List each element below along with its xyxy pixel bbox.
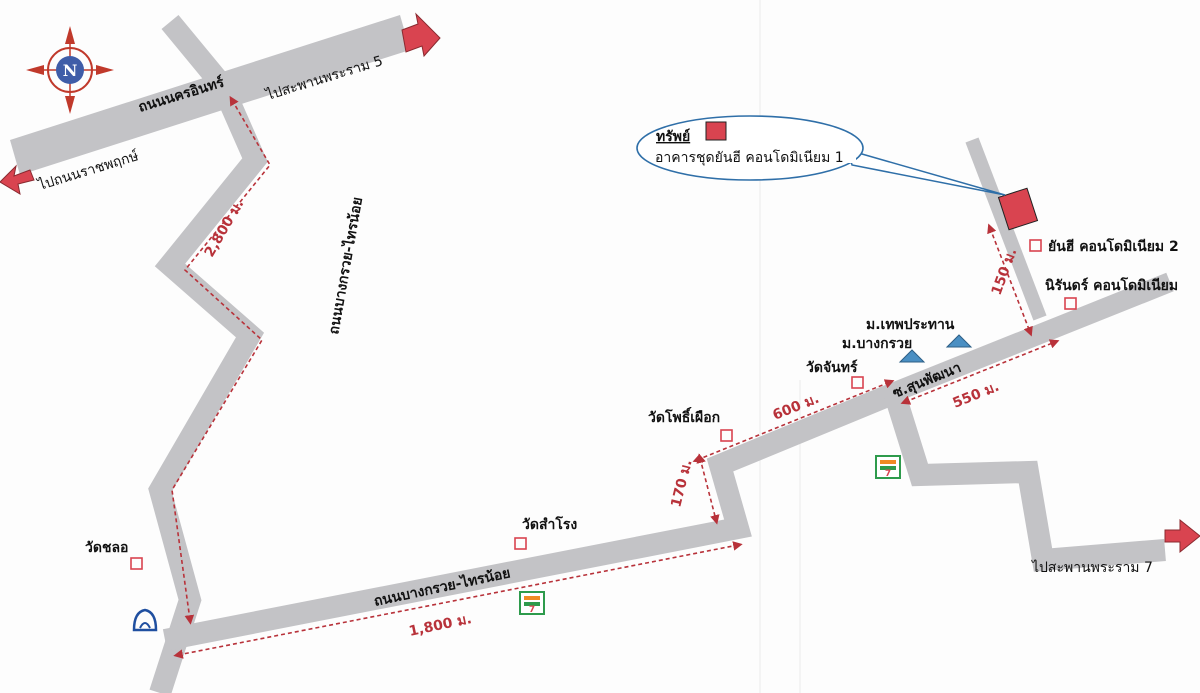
seven-eleven-icon: 7 — [875, 455, 901, 479]
property-title: ทรัพย์ — [656, 128, 690, 145]
distance-line-1800 — [173, 541, 743, 659]
distance-label-1800: 1,800 ม. — [408, 611, 474, 640]
road-label-bang-kruai-vertical: ถนนบางกรวย-ไทรน้อย — [324, 196, 366, 336]
landmark-square-icon — [1064, 297, 1077, 310]
road-lane-property — [965, 137, 1047, 321]
arrow-right-icon — [1164, 518, 1200, 554]
village-triangle-icon — [898, 349, 926, 363]
distance-label-170: 170 ม. — [668, 458, 695, 509]
distance-line-2800 — [171, 95, 271, 625]
landmark-square-icon — [514, 537, 527, 550]
village-label-bang-kruai: ม.บางกรวย — [842, 336, 912, 352]
village-triangle-icon — [945, 334, 973, 348]
landmark-wat-chalo: วัดชลอ — [85, 540, 143, 570]
distance-line-600 — [692, 379, 895, 463]
landmark-yanhee-condo-2: ยันฮี คอนโดมิเนียม 2 — [1029, 237, 1179, 255]
fuel-station-icon — [132, 608, 158, 632]
landmark-square-icon — [851, 376, 864, 389]
landmark-label: วัดโพธิ์เผือก — [648, 406, 720, 426]
arrow-right-icon — [401, 12, 441, 58]
landmark-label: วัดชลอ — [85, 540, 128, 556]
svg-text:7: 7 — [885, 469, 891, 479]
distance-line-550 — [900, 339, 1060, 405]
road-nawamin — [10, 15, 410, 175]
property-swatch — [705, 121, 727, 141]
landmark-wat-samrong: วัดสำโรง — [514, 515, 577, 550]
distance-line-150 — [987, 223, 1033, 337]
landmark-label: ยันฮี คอนโดมิเนียม 2 — [1048, 237, 1179, 255]
landmark-square-icon — [720, 429, 733, 442]
property-marker — [997, 187, 1039, 231]
roads — [10, 14, 1174, 693]
distance-lines — [171, 95, 1060, 659]
svg-text:7: 7 — [529, 605, 535, 615]
landmark-wat-chan: วัดจันทร์ — [806, 359, 864, 389]
direction-arrows — [0, 12, 1200, 554]
property-callout: ทรัพย์ อาคารชุดยันฮี คอนโดมิเนียม 1 — [636, 115, 1006, 196]
landmark-nirun-condo: นิรันดร์ คอนโดมิเนียม — [1045, 276, 1178, 310]
direction-label-rama7: ไปสะพานพระราม 7 — [1031, 559, 1153, 576]
arrow-left-icon — [0, 164, 35, 196]
landmark-label: วัดจันทร์ — [806, 359, 858, 376]
distance-label-550: 550 ม. — [951, 379, 1002, 412]
distance-line-170 — [696, 453, 720, 525]
landmark-label: นิรันดร์ คอนโดมิเนียม — [1045, 276, 1178, 294]
property-name: อาคารชุดยันฮี คอนโดมิเนียม 1 — [655, 149, 844, 166]
landmark-label: วัดสำโรง — [522, 515, 577, 533]
compass-letter: N — [63, 61, 78, 80]
seven-eleven-icon: 7 — [519, 591, 545, 615]
compass-rose-icon: N — [26, 26, 114, 114]
village-label-thep-prathan: ม.เทพประทาน — [866, 317, 955, 333]
landmark-square-icon — [130, 557, 143, 570]
landmark-wat-pho-phueak: วัดโพธิ์เผือก — [648, 406, 733, 442]
road-to-rama7 — [884, 391, 1166, 572]
landmark-square-icon — [1029, 239, 1042, 252]
